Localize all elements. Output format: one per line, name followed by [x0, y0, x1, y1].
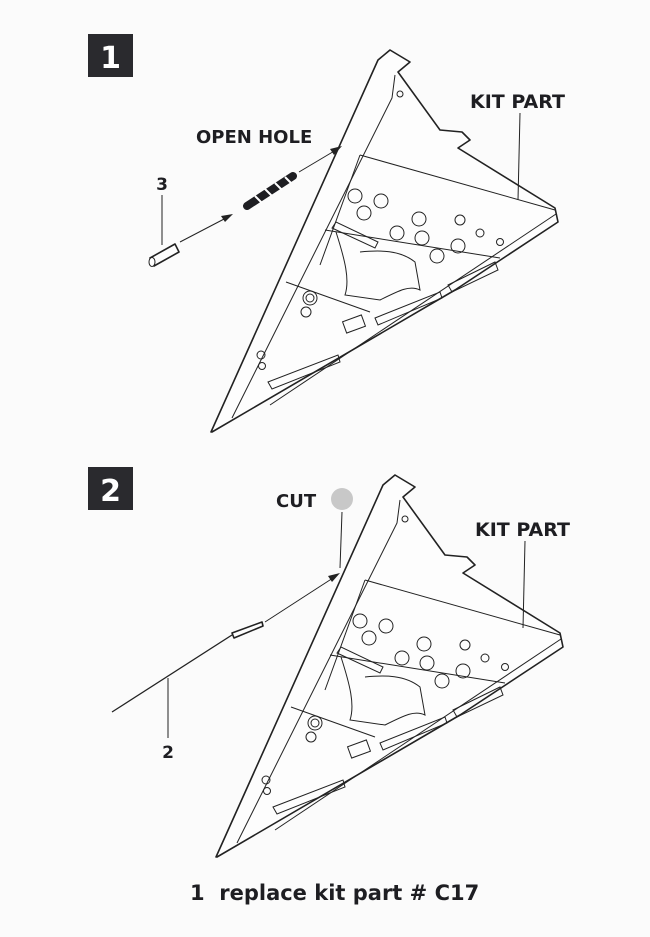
arrow-head-icon: [328, 573, 340, 582]
cut-marker-icon: [331, 488, 353, 510]
arrow-line: [298, 149, 337, 173]
step-number-box: [88, 34, 133, 77]
kit-part-label: KIT PART: [470, 91, 565, 113]
part-ref-label: 3: [156, 175, 168, 195]
drill-bit-icon: [243, 172, 297, 210]
cut-label: CUT: [276, 491, 317, 512]
leader-line: [339, 511, 343, 569]
step-2: 2 KIT PART CUT 2: [88, 467, 570, 858]
arrow-head-icon: [330, 146, 342, 155]
leader-line: [522, 540, 526, 629]
open-hole-label: OPEN HOLE: [196, 127, 312, 148]
step-number: 1: [100, 41, 121, 76]
tube-part-icon: [148, 243, 180, 267]
leader-line: [517, 112, 521, 201]
arrow-line: [179, 217, 227, 243]
step-number-box: [88, 467, 133, 510]
step-1: 1 KIT PART OPEN HOLE 3: [88, 34, 565, 433]
part-ref-label: 2: [162, 743, 174, 763]
rod-part-icon: [111, 621, 264, 713]
kit-part-label: KIT PART: [475, 519, 570, 541]
arrow-head-icon: [221, 214, 233, 222]
step-number: 2: [100, 474, 121, 509]
footer-note: 1 replace kit part # C17: [190, 881, 479, 905]
arrow-line: [264, 577, 334, 623]
